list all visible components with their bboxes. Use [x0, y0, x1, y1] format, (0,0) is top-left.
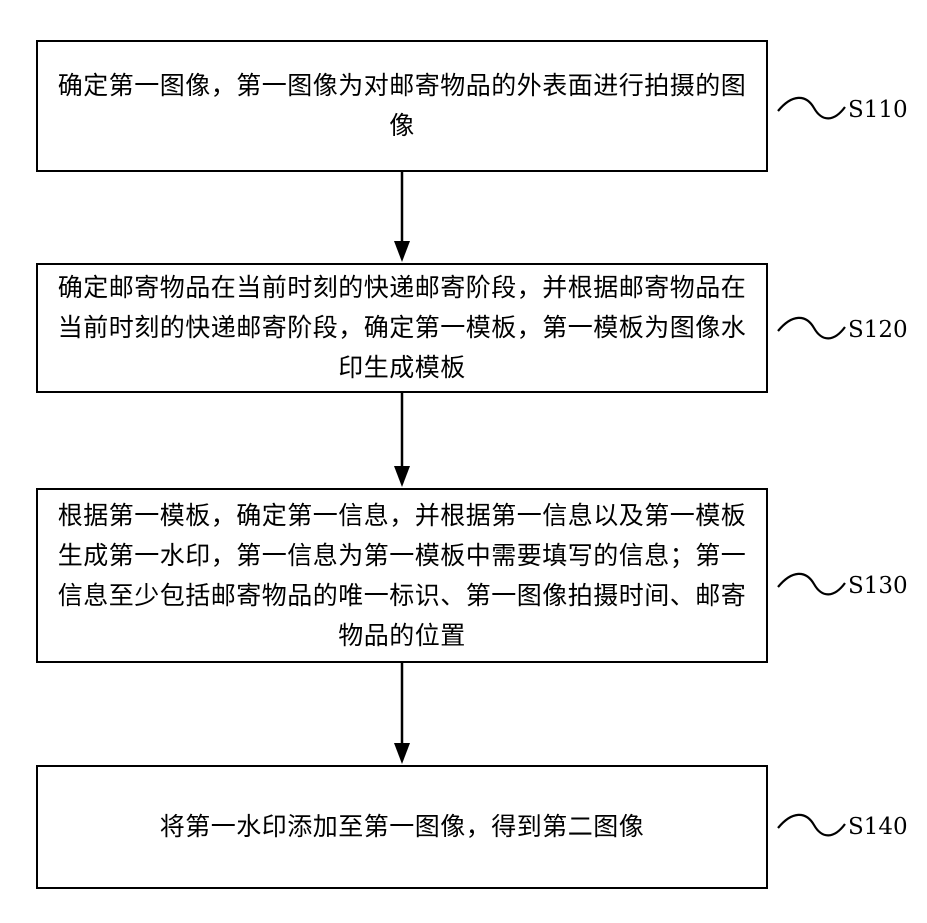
arrow-s130-to-s140	[394, 663, 410, 764]
step-label-s140: S140	[848, 814, 908, 840]
leader-line-s120	[778, 318, 845, 339]
leader-line-s140	[778, 815, 845, 836]
arrow-s120-to-s130	[394, 393, 410, 487]
leader-line-s110	[778, 98, 845, 119]
step-label-s120: S120	[848, 317, 908, 343]
step-label-s130: S130	[848, 573, 908, 599]
arrow-s110-to-s120	[394, 172, 410, 262]
leader-line-s130	[778, 574, 845, 595]
step-label-s110: S110	[848, 97, 908, 123]
